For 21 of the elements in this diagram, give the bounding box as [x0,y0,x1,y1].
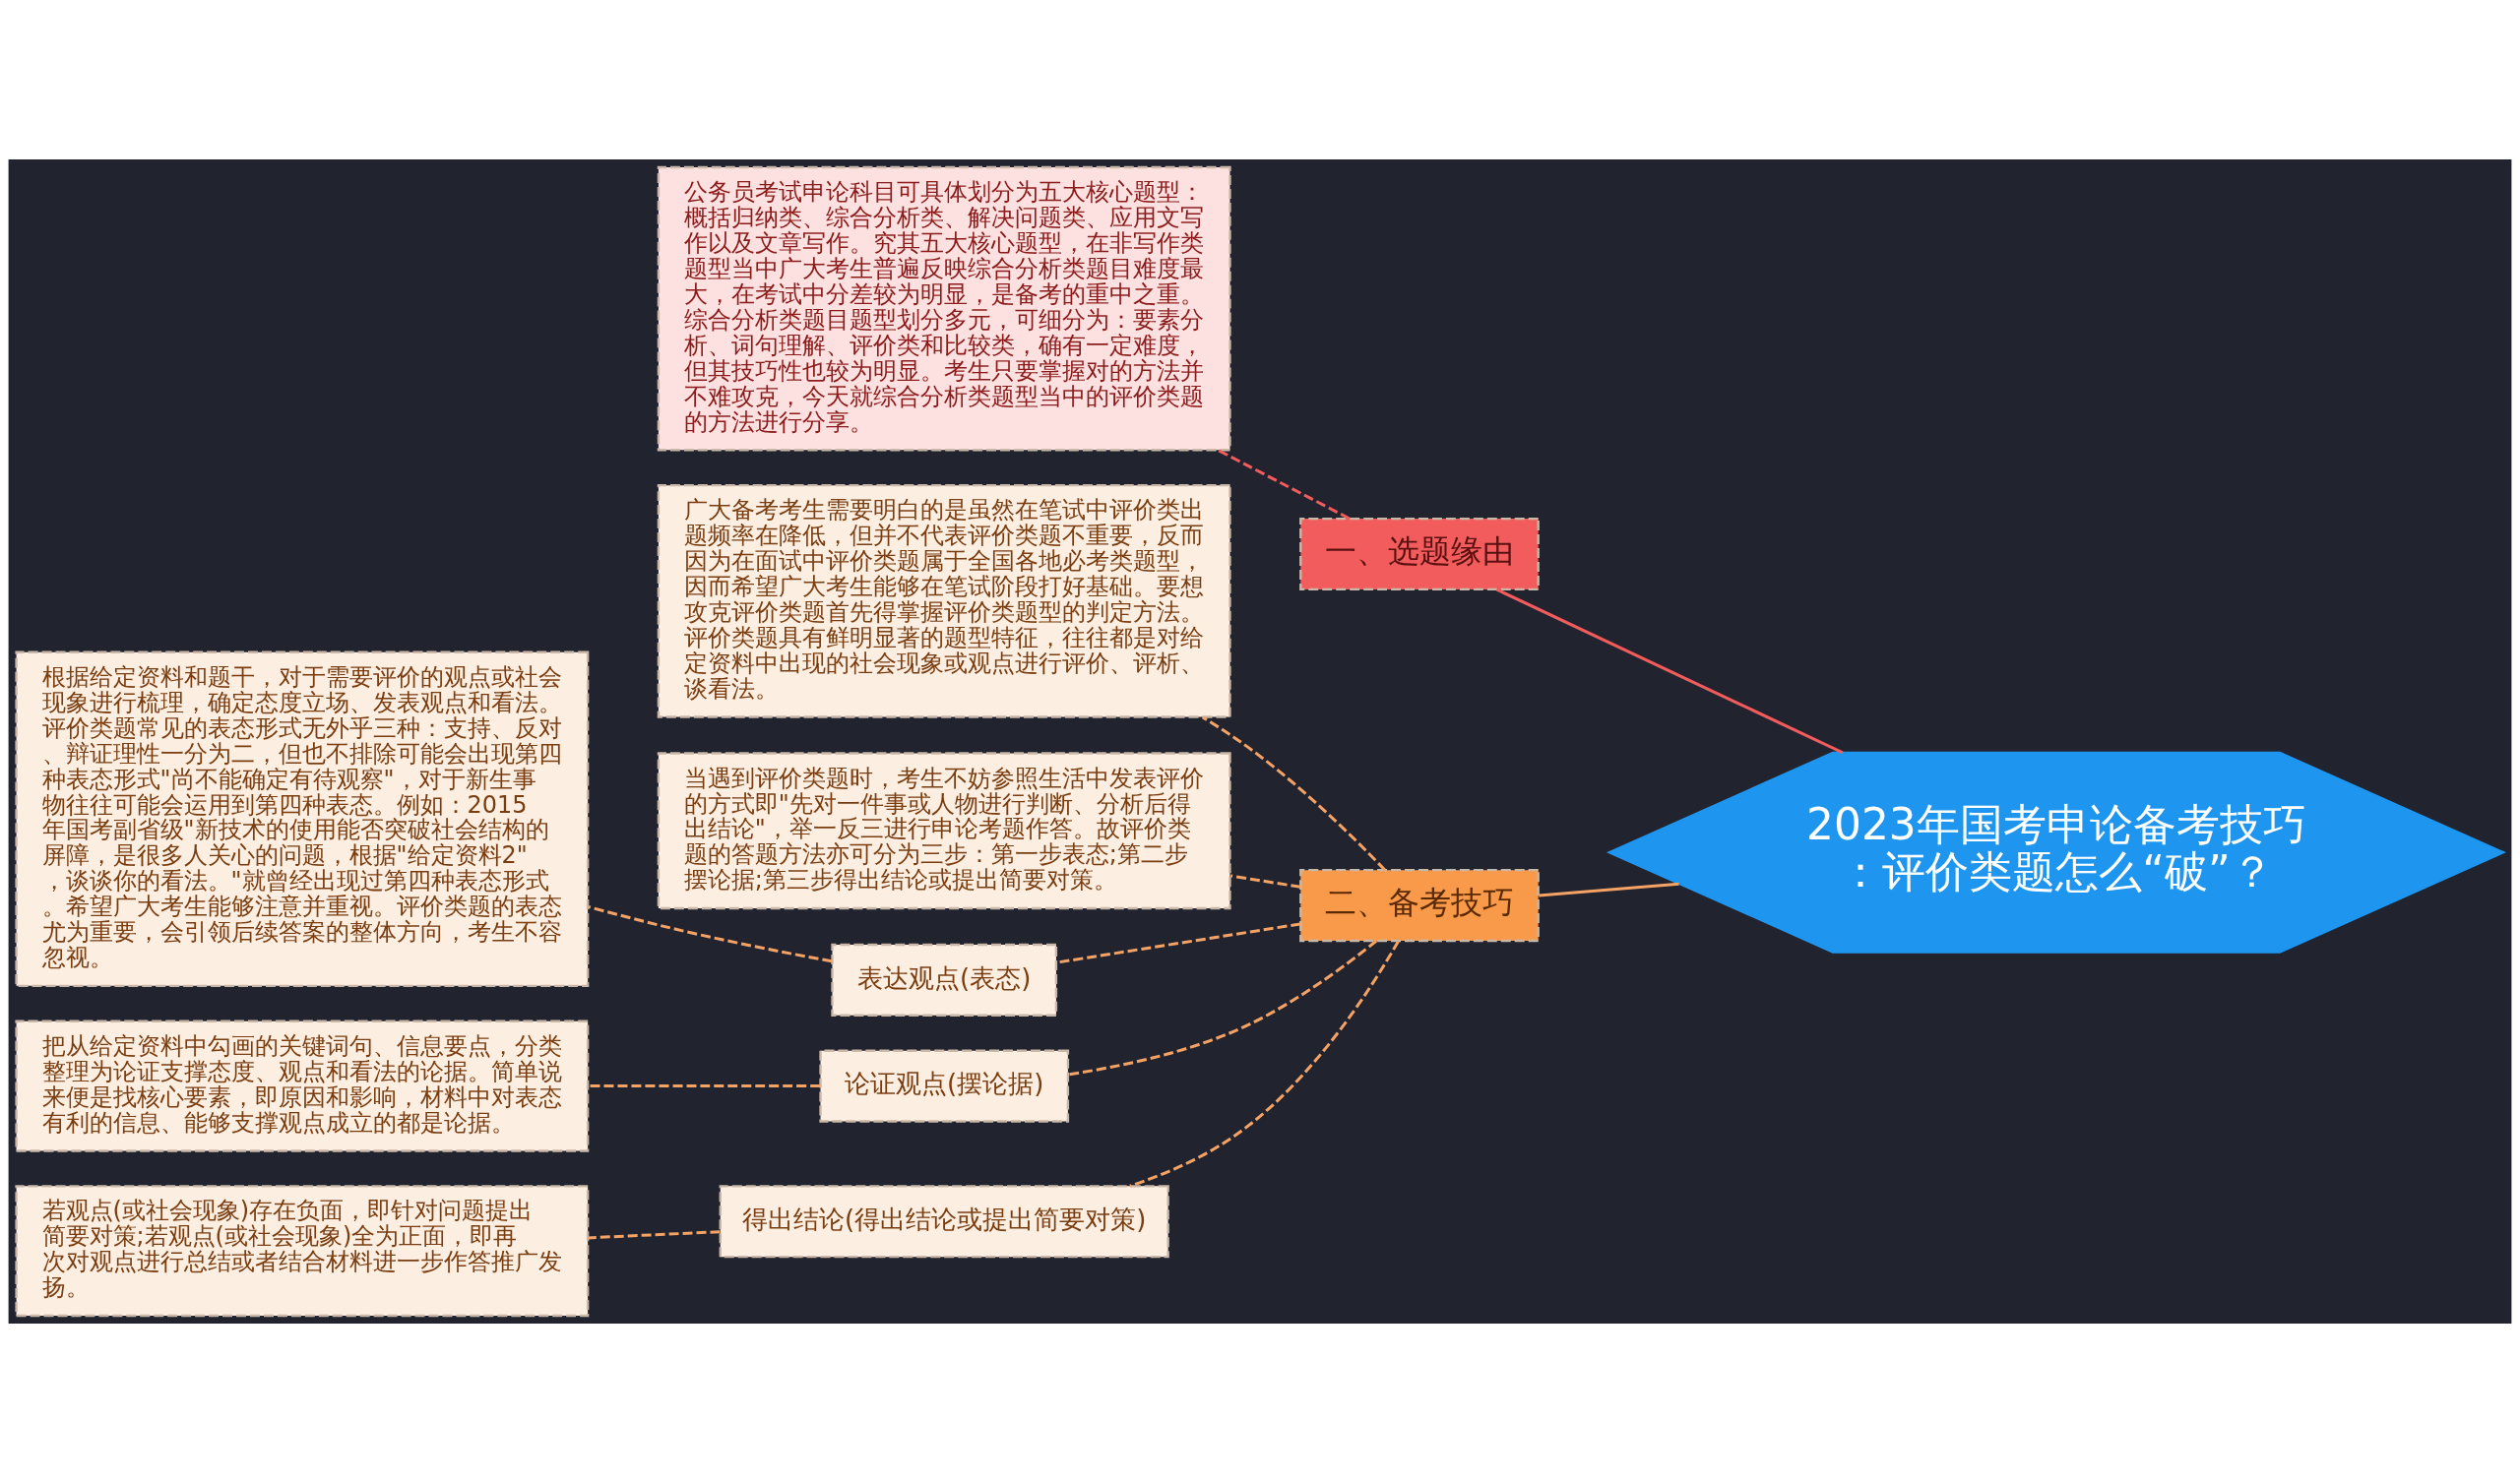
connector [1229,874,1301,889]
node-box: 得出结论(得出结论或提出简要对策) [719,1185,1169,1259]
node-box: 把从给定资料中勾画的关键词句、信息要点，分类整理为论证支撑态度、观点和看法的论据。简单说来便是找核心要素，即原因和影响，材料中对表态有利的信息、能够支撑观点成立的都是论据。 [15,1020,590,1152]
node-box: 公务员考试申论科目可具体划分为五大核心题型：概括归纳类、综合分析类、解决问题类、应用文写作以及文章写作。究其五大核心题型，在非写作类题型当中广大考生普遍反映综合分析类题目难度最大，在考试中分差较为明显，是备考的重中之重。综合分析类题目题型划分多元，可细分为：要素分析、词句理解、评价类和比较类，确有一定难度，但其技巧性也较为明显。考生只要掌握对的方法并不难攻克，今天就综合分析类题型当中的评价类题的方法进行分享。 [657,165,1231,452]
connector [1539,882,1679,897]
connector [1217,449,1351,521]
connector [1201,715,1386,872]
node-box: 二、备考技巧 [1299,868,1540,943]
node-box: 根据给定资料和题干，对于需要评价的观点或社会现象进行梳理，确定态度立场、发表观点和看法。评价类题常见的表态形式无外乎三种：支持、反对、辩证理性一分为二，但也不排除可能会出现第四种表态形式"尚不能确定有待观察"，对于新生事物往往可能会运用到第四种表态。例如：2015年国考副省级"新技术的使用能否突破社会结构的屏障，是很多人关心的问题，根据"给定资料2"，谈谈你的看法。"就曾经出现过第四种表态形式。希望广大考生能够注意并重视。评价类题的表态尤为重要，会引领后续答案的整体方向，考生不容忽视。 [15,650,590,988]
node-box: 一、选题缘由 [1299,517,1540,591]
node-box: 广大备考考生需要明白的是虽然在笔试中评价类出题频率在降低，但并不代表评价类题不重要，反而因为在面试中评价类题属于全国各地必考类题型，因而希望广大考生能够在笔试阶段打好基础。要想攻克评价类题首先得掌握评价类题型的判定方法。评价类题具有鲜明显著的题型特征，往往都是对给定资料中出现的社会现象或观点进行评价、评析、谈看法。 [657,483,1231,718]
node-box: 当遇到评价类题时，考生不妨参照生活中发表评价的方式即"先对一件事或人物进行判断、分析后得出结论"，举一反三进行申论考题作答。故评价类题的答题方法亦可分为三步：第一步表态;第二步摆论据;第三步得出结论或提出简要对策。 [657,752,1231,910]
node-box: 论证观点(摆论据) [819,1049,1070,1123]
connector [1495,587,1844,755]
connector [1129,940,1400,1188]
connector [1067,939,1378,1077]
node-box: 表达观点(表态) [831,943,1058,1017]
connector [588,905,833,963]
connector [588,1084,820,1088]
connector [588,1230,721,1240]
node-box: 若观点(或社会现象)存在负面，即针对问题提出简要对策;若观点(或社会现象)全为正面，即再次对观点进行总结或者结合材料进一步作答推广发扬。 [15,1185,590,1318]
